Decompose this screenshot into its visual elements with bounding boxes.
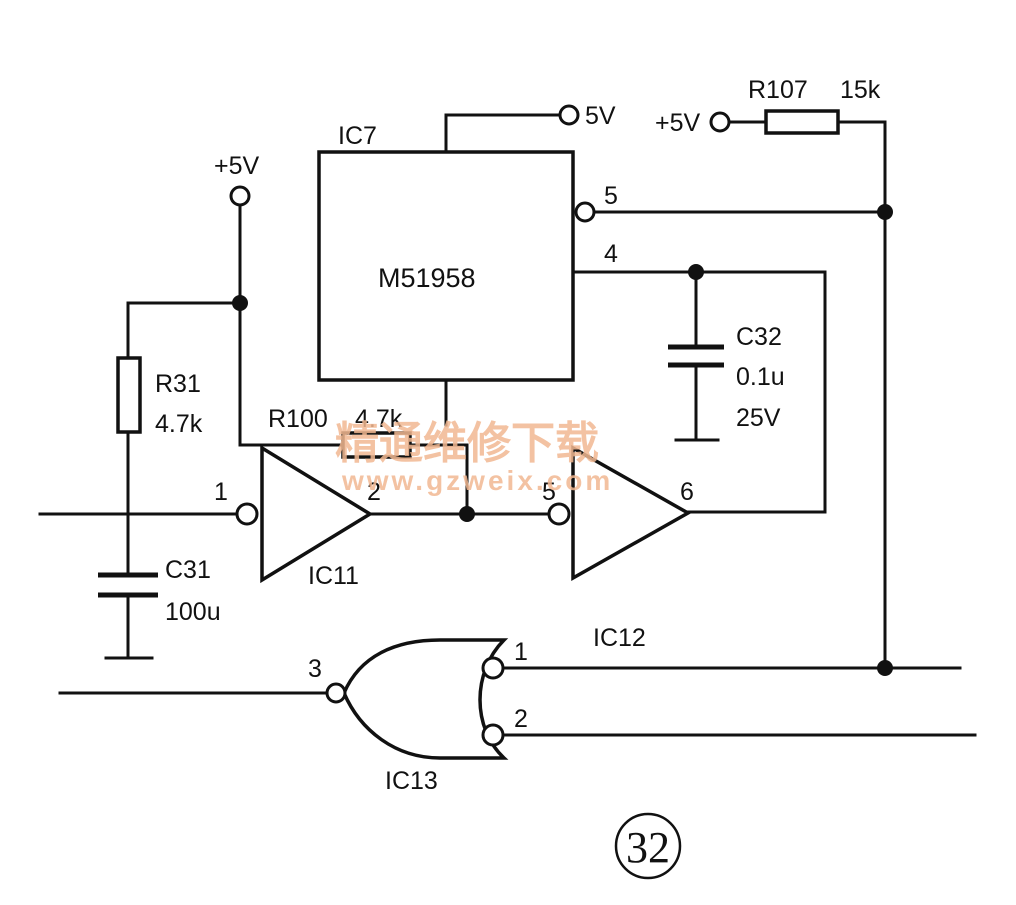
ic7-pin5-label: 5 (604, 182, 618, 210)
r107-ref: R107 (748, 76, 808, 104)
ic12-buffer (571, 445, 692, 581)
r100-body (341, 431, 412, 459)
ic11-pin-out: 2 (367, 478, 381, 506)
ic13-pin-out: 3 (308, 655, 322, 683)
ic11-ref: IC11 (308, 562, 359, 590)
ic7-pin4-label: 4 (604, 240, 618, 268)
r31-supply-label: +5V (214, 152, 260, 180)
r107-value: 15k (840, 76, 881, 104)
r31-ref: R31 (155, 370, 201, 398)
supply-5v-label: 5V (585, 102, 616, 130)
junctions (232, 204, 893, 676)
ic12-input-bubble (547, 502, 571, 526)
r100-ref: R100 (268, 405, 328, 433)
ic11-buffer (260, 444, 374, 584)
supply-5v-terminal (558, 104, 580, 126)
ic12-pin-out: 6 (680, 478, 694, 506)
wire-r100-right (408, 443, 469, 516)
c31-value: 100u (165, 598, 221, 626)
ic7-ref: IC7 (338, 122, 377, 150)
r31-body (116, 356, 142, 434)
ic13-out-bubble (325, 682, 347, 704)
c32-value: 0.1u (736, 363, 785, 391)
r31-supply-terminal (229, 185, 251, 207)
ic13-pin-a: 1 (514, 638, 528, 666)
r107-supply-label: +5V (655, 109, 701, 137)
r100-value: 4.7k (355, 405, 403, 433)
ic13-ref: IC13 (385, 767, 438, 795)
c31-ref: C31 (165, 556, 211, 584)
junction-5v-left (232, 295, 248, 311)
watermark-url: www.gzweix.com (341, 465, 613, 496)
r31-value: 4.7k (155, 410, 203, 438)
junction-pin4 (688, 264, 704, 280)
ic7-box (317, 150, 575, 382)
ic7-part: M51958 (378, 263, 476, 293)
ic12-pin-in: 5 (542, 478, 556, 506)
ic11-input-bubble (235, 502, 259, 526)
ic13-in1-bubble (481, 656, 505, 680)
watermark-text: 精通维修下载 (335, 418, 599, 469)
ic13-in2-bubble (481, 723, 505, 747)
junction-ic13-in1 (877, 660, 893, 676)
junction-ic11-out (459, 506, 475, 522)
ic12-ref: IC12 (593, 624, 646, 652)
ic11-pin-in: 1 (214, 478, 228, 506)
r107-body (764, 109, 840, 135)
wire-ic7-supply (444, 113, 562, 154)
ic13-gate (342, 638, 509, 760)
figure-number: 32 (626, 823, 670, 872)
r107-supply-terminal (709, 111, 731, 133)
c32-ref: C32 (736, 323, 782, 351)
wire-r107-right (836, 120, 887, 670)
c32-voltage: 25V (736, 404, 781, 432)
wire-r31-top (126, 301, 242, 360)
junction-pin5 (877, 204, 893, 220)
ic13-pin-b: 2 (514, 705, 528, 733)
figure-number-circle (614, 812, 682, 880)
ic7-pin5-terminal (574, 201, 596, 223)
